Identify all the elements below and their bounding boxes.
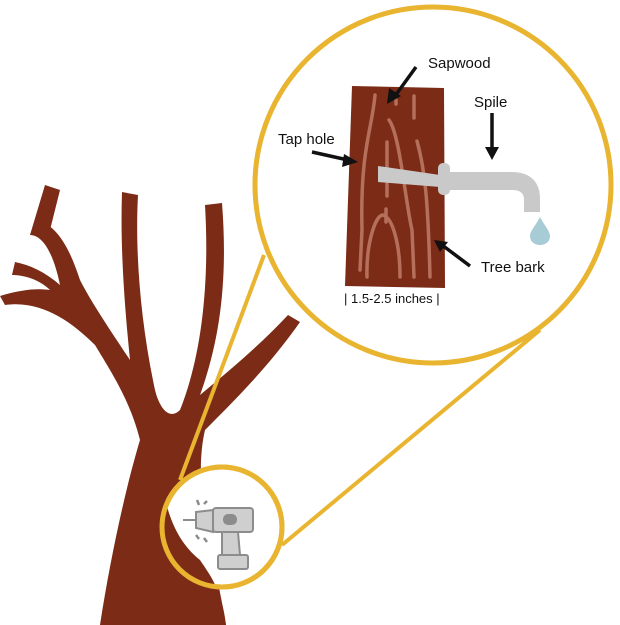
label-sapwood: Sapwood [428, 55, 491, 72]
label-width: | 1.5-2.5 inches | [344, 291, 440, 306]
zoom-connector-left [178, 254, 266, 481]
tree-trunk [0, 192, 300, 625]
arrow-icon [311, 65, 499, 268]
label-tree-bark: Tree bark [481, 259, 545, 276]
zoom-connector-right [280, 328, 542, 547]
spile [378, 163, 540, 212]
label-tap-hole: Tap hole [278, 131, 335, 148]
wood-grain [358, 93, 432, 279]
tree-branch-tip [30, 185, 60, 235]
tree [0, 185, 300, 625]
water-drop-icon [530, 217, 550, 245]
label-spile: Spile [474, 94, 507, 111]
drill-icon [183, 499, 254, 570]
